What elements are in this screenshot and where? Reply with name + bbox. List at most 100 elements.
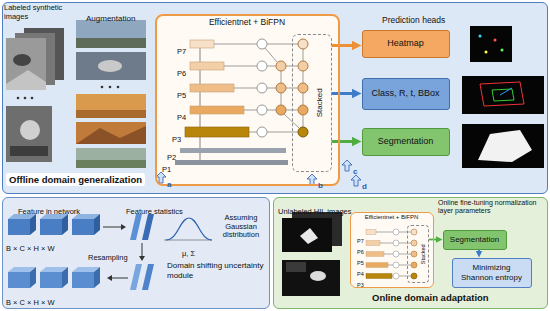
feature-bar [190,62,224,70]
connector-arrow [429,239,438,241]
bifpn-node [276,83,286,93]
section-caption: Feature statistics [126,208,183,217]
feature-cube [30,214,36,235]
bifpn-node [257,83,267,93]
feature-cube [30,267,36,288]
ellipsis-dot [24,97,27,100]
bifpn-node [257,105,267,115]
bifpn-node [257,127,267,137]
section-caption-slot: Feature in network [18,200,80,218]
feature-cube [62,214,68,235]
hil-image [282,218,332,252]
synthetic-image [6,106,52,162]
thumb-detail [485,51,488,54]
level-label: P6 [357,249,364,255]
section-caption: Prediction heads [382,16,445,26]
bifpn-node [393,273,399,279]
ellipsis-dot [31,97,34,100]
loss-label: Minimizing Shannon entropy [459,263,525,282]
feature-bar [175,160,288,165]
insertion-letter-slot: b [318,174,323,192]
panel-fill [2,197,270,309]
ellipsis-dot [117,86,120,89]
thumb-detail [480,82,524,106]
bifpn-line [376,232,411,276]
insert-arrow [351,175,361,186]
tensor-shape: B × C × H × W [6,299,55,308]
level-label: P6 [177,70,186,79]
feature-cube [8,272,30,288]
network-title: Efficientnet + BiFPN [365,214,419,221]
level-label: P4 [177,114,186,123]
panel-fill [273,197,548,309]
head-label: Segmentation [378,136,434,147]
feature-cube [40,219,62,235]
feature-cube [94,214,100,235]
note-slot: Online fine-tuning normalization layer p… [438,199,544,217]
hil-image [282,260,340,296]
thumb-detail [492,89,514,101]
head-label: Segmentation [450,235,499,245]
level-label: P5 [357,260,364,266]
level-label: P1 [162,166,171,175]
ellipsis-dot [101,86,104,89]
level-label-slot: P5 [177,84,186,102]
feature-cube [72,219,94,235]
loss-box: Minimizing Shannon entropy [452,258,532,288]
insertion-letter: a [167,180,171,189]
feature-bar [180,148,286,153]
section-caption-slot: Feature statistics [126,200,183,218]
bifpn-node [298,105,308,115]
feature-bar [366,241,380,246]
image-caption-slot: Labeled synthetic images [4,4,80,23]
thumb-detail [478,130,532,162]
network-title: Efficientnet + BiFPN [209,17,285,27]
insertion-letter-slot: a [167,173,171,191]
connector-arrow [332,44,356,47]
tensor-shape-slot: B × C × H × W [6,237,55,255]
image-detail [6,70,46,90]
augmented-image [76,52,146,80]
image-detail [76,160,146,168]
image-caption: Labeled synthetic images [4,4,80,21]
parameter-label-slot: μ, Σ [182,242,195,260]
output-thumbnail [462,124,544,168]
feature-cube [8,219,30,235]
bifpn-node [257,39,267,49]
feature-bar [190,106,244,114]
bifpn-node [298,39,308,49]
flow-arrow [112,278,128,279]
panel-fill [2,2,548,194]
synthetic-image [6,38,46,90]
stage-panel: Offline domain generalization Efficientne… [2,2,548,194]
level-label: P3 [357,282,364,288]
bifpn-node [411,240,417,246]
feature-bar [366,230,376,235]
note: Online fine-tuning normalization layer p… [438,199,544,215]
level-label-slot: P6 [177,62,186,80]
statistic-bar [142,264,154,290]
feature-bar [366,252,384,257]
image-caption: Augmentation [86,14,135,23]
flow-arrow [107,275,112,281]
augmented-image [76,94,146,118]
insertion-letter-slot: d [362,175,367,193]
augmented-image [76,20,146,48]
panel-title: Online domain adaptation [372,292,489,303]
flow-arrow [139,256,145,261]
image-caption: Unlabeled HIL images [278,208,352,217]
panel-title: Offline domain generalization [6,173,145,186]
head-label: Heatmap [387,38,424,49]
ellipsis-dot [17,97,20,100]
image-detail [300,228,318,244]
axis-line [164,240,212,241]
feature-bar [190,84,234,92]
bifpn-node [393,229,399,235]
feature-bar [190,40,214,48]
ellipsis-dot [109,86,112,89]
section-caption-slot: Prediction heads [382,9,445,27]
bifpn-node [411,251,417,257]
connector-arrow [332,140,356,143]
bifpn-node [393,262,399,268]
